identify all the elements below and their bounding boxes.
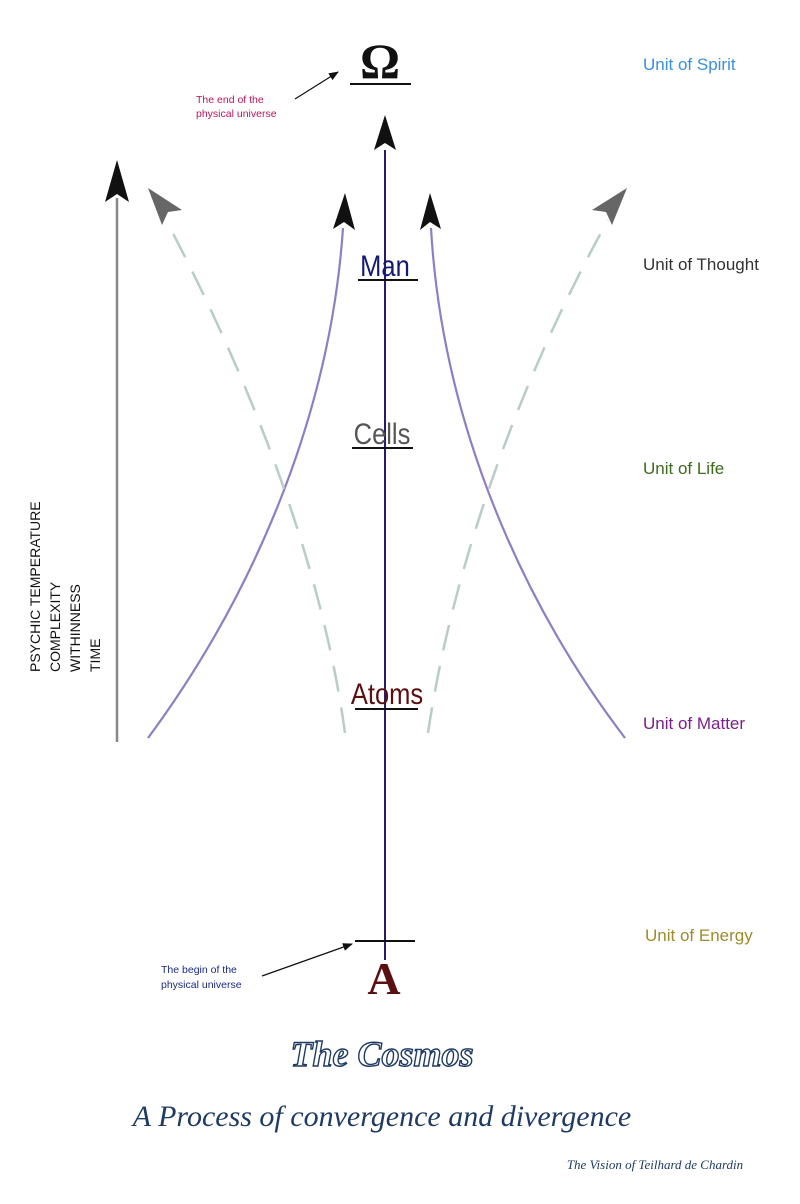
- note-begin-line1: The begin of the: [161, 964, 237, 976]
- alpha-symbol: A: [367, 953, 400, 1004]
- right-curve-arrow-head: [420, 193, 441, 230]
- axis-label-line3: WITHINNESS: [67, 584, 83, 672]
- time-axis-arrow-head: [105, 160, 129, 202]
- unit-label-matter: Unit of Matter: [643, 714, 745, 733]
- right-divergence-curve: [429, 227, 626, 739]
- axis-label-line4: TIME: [87, 639, 103, 672]
- title-sub: A Process of convergence and divergence: [131, 1100, 631, 1133]
- note-begin-line2: physical universe: [161, 979, 242, 991]
- axis-label-line2: COMPLEXITY: [47, 581, 63, 672]
- stage-label-cells: Cells: [354, 417, 411, 450]
- stage-label-atoms: Atoms: [351, 677, 423, 710]
- spine-arrow-head: [374, 115, 396, 150]
- left-dashed-line: [164, 219, 347, 734]
- unit-label-energy: Unit of Energy: [645, 926, 753, 945]
- note-end-line1: The end of the: [196, 94, 264, 106]
- left-curve-arrow-head: [333, 193, 355, 230]
- axis-label-group: PSYCHIC TEMPERATURE COMPLEXITY WITHINNES…: [27, 501, 103, 672]
- stage-label-man: Man: [360, 249, 410, 282]
- right-dashed-line: [426, 219, 610, 734]
- unit-label-thought: Unit of Thought: [643, 255, 759, 274]
- omega-symbol: Ω: [360, 33, 400, 89]
- note-end-pointer: [294, 71, 339, 100]
- unit-label-spirit: Unit of Spirit: [643, 55, 736, 74]
- unit-label-life: Unit of Life: [643, 459, 724, 478]
- title-credit: The Vision of Teilhard de Chardin: [567, 1157, 743, 1172]
- note-begin-pointer: [261, 943, 353, 977]
- left-divergence-curve: [147, 227, 345, 739]
- title-main: The Cosmos: [290, 1034, 473, 1074]
- note-end-line2: physical universe: [196, 108, 277, 120]
- right-dashed-arrow-head: [592, 188, 627, 225]
- left-dashed-arrow-head: [148, 188, 182, 225]
- axis-label-line1: PSYCHIC TEMPERATURE: [27, 501, 43, 672]
